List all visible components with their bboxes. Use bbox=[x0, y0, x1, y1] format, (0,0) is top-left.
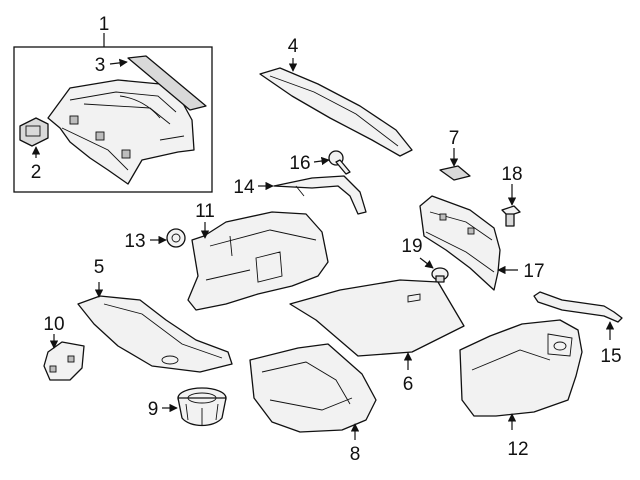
callout-4: 4 bbox=[288, 36, 299, 57]
leader-16 bbox=[313, 156, 330, 166]
callout-8: 8 bbox=[350, 444, 361, 465]
tray-strip-part bbox=[127, 55, 207, 111]
long-trim-panel-part bbox=[259, 67, 413, 157]
callout-2: 2 bbox=[31, 162, 42, 183]
callout-18: 18 bbox=[501, 164, 522, 185]
package-tray-part bbox=[47, 79, 195, 185]
callout-9: 9 bbox=[148, 399, 159, 420]
right-quarter-trim-part bbox=[459, 319, 583, 417]
callout-19: 19 bbox=[401, 236, 422, 257]
callout-15: 15 bbox=[600, 346, 621, 367]
bracket-cover-part bbox=[43, 341, 85, 381]
small-pad-part bbox=[439, 165, 471, 181]
tray-clip-part bbox=[19, 117, 49, 147]
callout-6: 6 bbox=[403, 374, 414, 395]
part-1-group-frame bbox=[13, 46, 213, 193]
plug-part bbox=[431, 267, 449, 283]
callout-12: 12 bbox=[507, 439, 528, 460]
callout-16: 16 bbox=[289, 153, 310, 174]
leader-19 bbox=[419, 257, 434, 269]
callout-17: 17 bbox=[523, 261, 544, 282]
callout-11: 11 bbox=[195, 201, 215, 222]
callout-10: 10 bbox=[43, 314, 64, 335]
jack-holder-part bbox=[177, 387, 227, 427]
push-clip-part bbox=[328, 150, 351, 175]
right-sill-strip-part bbox=[533, 291, 623, 323]
callout-3: 3 bbox=[95, 55, 106, 76]
leader-3 bbox=[109, 58, 128, 68]
spare-well-liner-part bbox=[249, 343, 377, 433]
callout-5: 5 bbox=[94, 257, 105, 278]
callout-1: 1 bbox=[99, 14, 110, 35]
round-fastener-part bbox=[166, 228, 186, 248]
screw-part bbox=[501, 205, 521, 227]
trunk-floor-mat-part bbox=[289, 279, 465, 357]
left-floor-panel-part bbox=[77, 295, 233, 373]
callout-13: 13 bbox=[124, 231, 145, 252]
left-quarter-trim-part bbox=[187, 211, 329, 311]
sill-trim-part bbox=[273, 175, 367, 215]
callout-7: 7 bbox=[449, 128, 460, 149]
callout-14: 14 bbox=[233, 177, 255, 198]
